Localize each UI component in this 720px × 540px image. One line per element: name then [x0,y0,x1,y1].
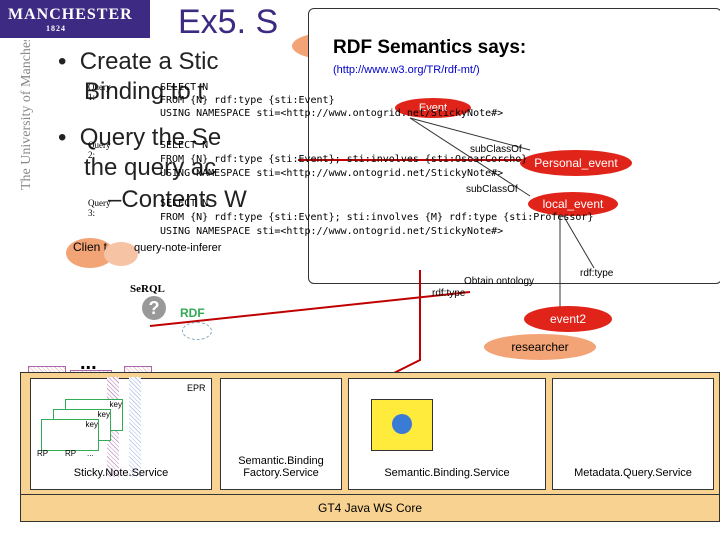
subclass-edge-1 [409,117,531,151]
query-1-line-1: SELECT N [160,82,209,93]
bullet-dot: • [58,124,80,151]
query-1-line-3: USING NAMESPACE sti=<http://www.ontogrid… [160,108,504,119]
key-card-3-label: key [85,420,98,429]
query-1-line-2: FROM {N} rdf:type {sti:Event} [160,95,335,106]
obtain-ontology-arrow [149,291,471,327]
semantic-binding-factory-label: Semantic.Binding Factory.Service [238,455,324,479]
query-2-label: Query 2: [88,140,111,160]
bullet-3: –Contents W [108,186,247,214]
subclass-label-1: subClassOf [470,144,522,155]
bullet-2: • Query the Se [58,124,221,152]
logo-year: 1824 [46,24,66,33]
serql-label: SeRQL [130,283,165,295]
semantic-binding-factory-box: Semantic.Binding Factory.Service [220,378,342,490]
event-node: Event [395,98,471,118]
key-card-1-label: key [109,400,122,409]
ellipsis: ... [80,352,97,374]
rp-label-1: RP [37,449,49,458]
researcher-node: researcher [484,334,596,360]
epr-stack-2 [129,377,141,477]
bullet-1: • Create a Stic [58,48,218,76]
rdf-type-label-1: rdf:type [580,268,614,279]
query-3-line-3: USING NAMESPACE sti=<http://www.ontogrid… [160,226,504,237]
share-icon [392,414,412,434]
rdf-graph-icon [182,322,212,340]
university-logo: MANCHESTER 1824 [0,0,150,38]
rp-label-2: RP [65,449,77,458]
bullet-1-line1: Create a Stic [79,48,219,75]
key-card-2-label: key [97,410,110,419]
bullet-3-text: Contents W [121,186,247,213]
query-1-label: Query 1: [88,82,111,102]
sticky-note-service-label: Sticky.Note.Service [73,467,169,479]
side-wordmark-text: The University of Manchester [19,40,34,190]
rdf-semantics-url-wrap: (http://www.w3.org/TR/rdf-mt/) [333,64,480,76]
semantic-binding-service-label: Semantic.Binding.Service [384,467,510,479]
side-wordmark: The University of Manchester [4,21,40,200]
local-event-node: local_event [528,192,618,216]
key-card-3: key [41,419,99,451]
rdf-type-label-2: rdf:type [432,288,466,299]
metadata-query-service-label: Metadata.Query.Service [574,467,692,479]
query-note-inferer-label: query-note-inferer [134,242,222,254]
rdf-type-edge-1 [559,209,595,269]
logo-text: MANCHESTER [8,6,133,23]
event2-node: event2 [524,306,612,332]
personal-event-node: Personal_event [520,150,632,176]
query-3-label: Query 3: [88,198,111,218]
query-2-line-1: SELECT N [160,140,209,151]
semantic-binding-icon [371,399,433,451]
query-3-line-1: SELECT N [160,198,209,209]
bullet-1-line2: Binding to t [84,78,205,105]
obtain-ontology-label: Obtain ontology [464,276,535,287]
query-2-line-3: USING NAMESPACE sti=<http://www.ontogrid… [160,168,504,179]
bullet-2-line1: Query the Se [79,124,222,151]
query-2-line-2: FROM {N} rdf:type {sti:Event}; sti:invol… [160,154,528,165]
bullet-dot: • [58,48,80,75]
subclass-edge-2 [409,117,531,197]
sub-bullet-dash: – [108,186,122,213]
rdf-semantics-title: RDF Semantics says: [333,37,527,58]
client-node-shadow [104,242,138,266]
epr-label: EPR [187,383,206,393]
bullet-2-line2: the query ac [84,154,217,181]
help-icon: ? [142,296,166,320]
slide-title: Ex5. S [178,3,279,41]
metadata-query-service-box: Metadata.Query.Service [552,378,714,490]
semantic-binding-service-box: Semantic.Binding.Service [348,378,546,490]
sticky-note-service-box: EPR key key key RP RP ... Sticky.Note.Se… [30,377,212,490]
subclass-label-2: subClassOf [466,184,518,195]
rdf-semantics-url[interactable]: (http://www.w3.org/TR/rdf-mt/) [333,64,480,76]
rp-label-3: ... [87,449,94,458]
rdf-label: RDF [180,306,205,320]
query-3-line-2: FROM {N} rdf:type {sti:Event}; sti:invol… [160,212,594,223]
container-label: GT4 Java WS Core [20,494,720,522]
